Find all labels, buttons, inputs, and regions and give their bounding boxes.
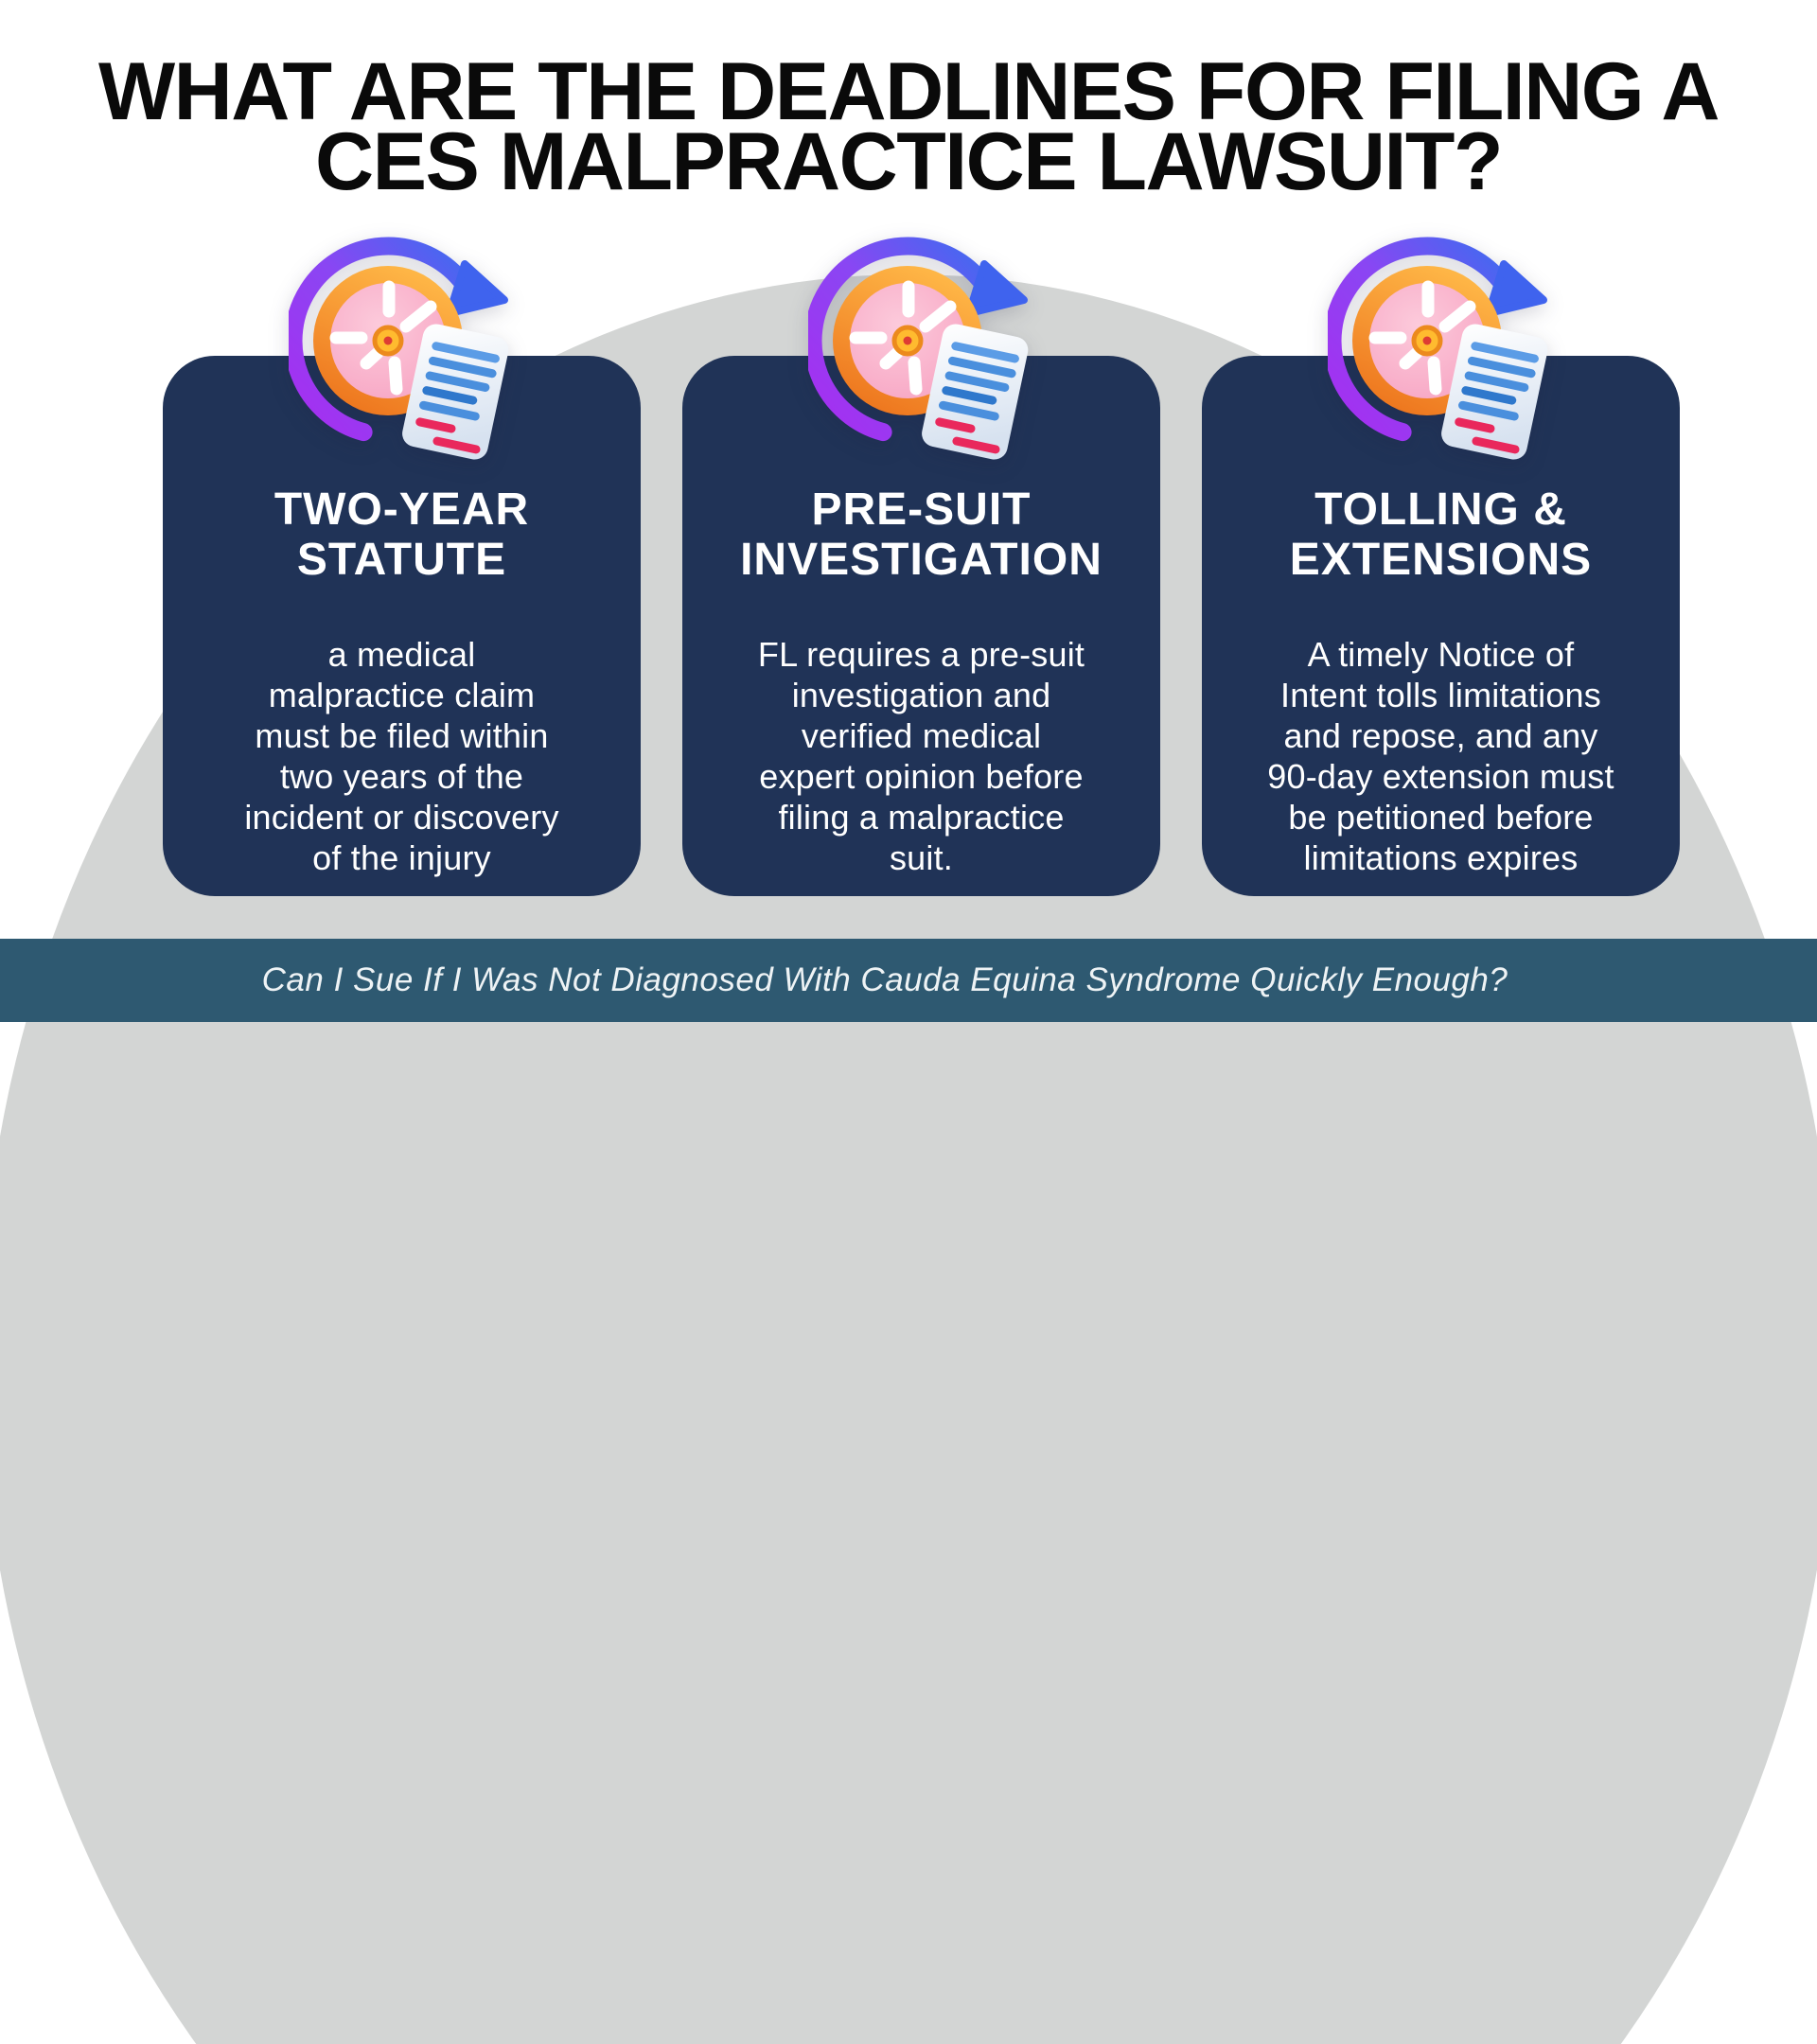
deadline-clock-icon xyxy=(1328,232,1574,468)
card-body: A timely Notice of Intent tolls limitati… xyxy=(1267,635,1614,877)
card-two-year-statute: TWO-YEAR STATUTE a medical malpractice c… xyxy=(163,356,641,896)
card-heading: TOLLING & EXTENSIONS xyxy=(1289,485,1593,585)
card-body: FL requires a pre-suit investigation and… xyxy=(757,635,1085,877)
deadline-clock-icon xyxy=(289,232,535,468)
card-pre-suit-investigation: PRE-SUIT INVESTIGATION FL requires a pre… xyxy=(682,356,1160,896)
title-line-1: WHAT ARE THE DEADLINES FOR FILING A xyxy=(97,46,1720,137)
page-title: WHAT ARE THE DEADLINES FOR FILING A CES … xyxy=(0,46,1817,207)
card-heading: TWO-YEAR STATUTE xyxy=(273,485,530,585)
deadline-clock-icon xyxy=(808,232,1054,468)
title-line-2: CES MALPRACTICE LAWSUIT? xyxy=(315,116,1503,207)
card-body: a medical malpractice claim must be file… xyxy=(244,635,559,877)
footer-question: Can I Sue If I Was Not Diagnosed With Ca… xyxy=(261,961,1508,998)
card-heading: PRE-SUIT INVESTIGATION xyxy=(740,485,1103,585)
card-tolling-extensions: TOLLING & EXTENSIONS A timely Notice of … xyxy=(1202,356,1680,896)
infographic: WHAT ARE THE DEADLINES FOR FILING A CES … xyxy=(0,46,1817,2044)
footer-bar: Can I Sue If I Was Not Diagnosed With Ca… xyxy=(0,939,1817,1022)
